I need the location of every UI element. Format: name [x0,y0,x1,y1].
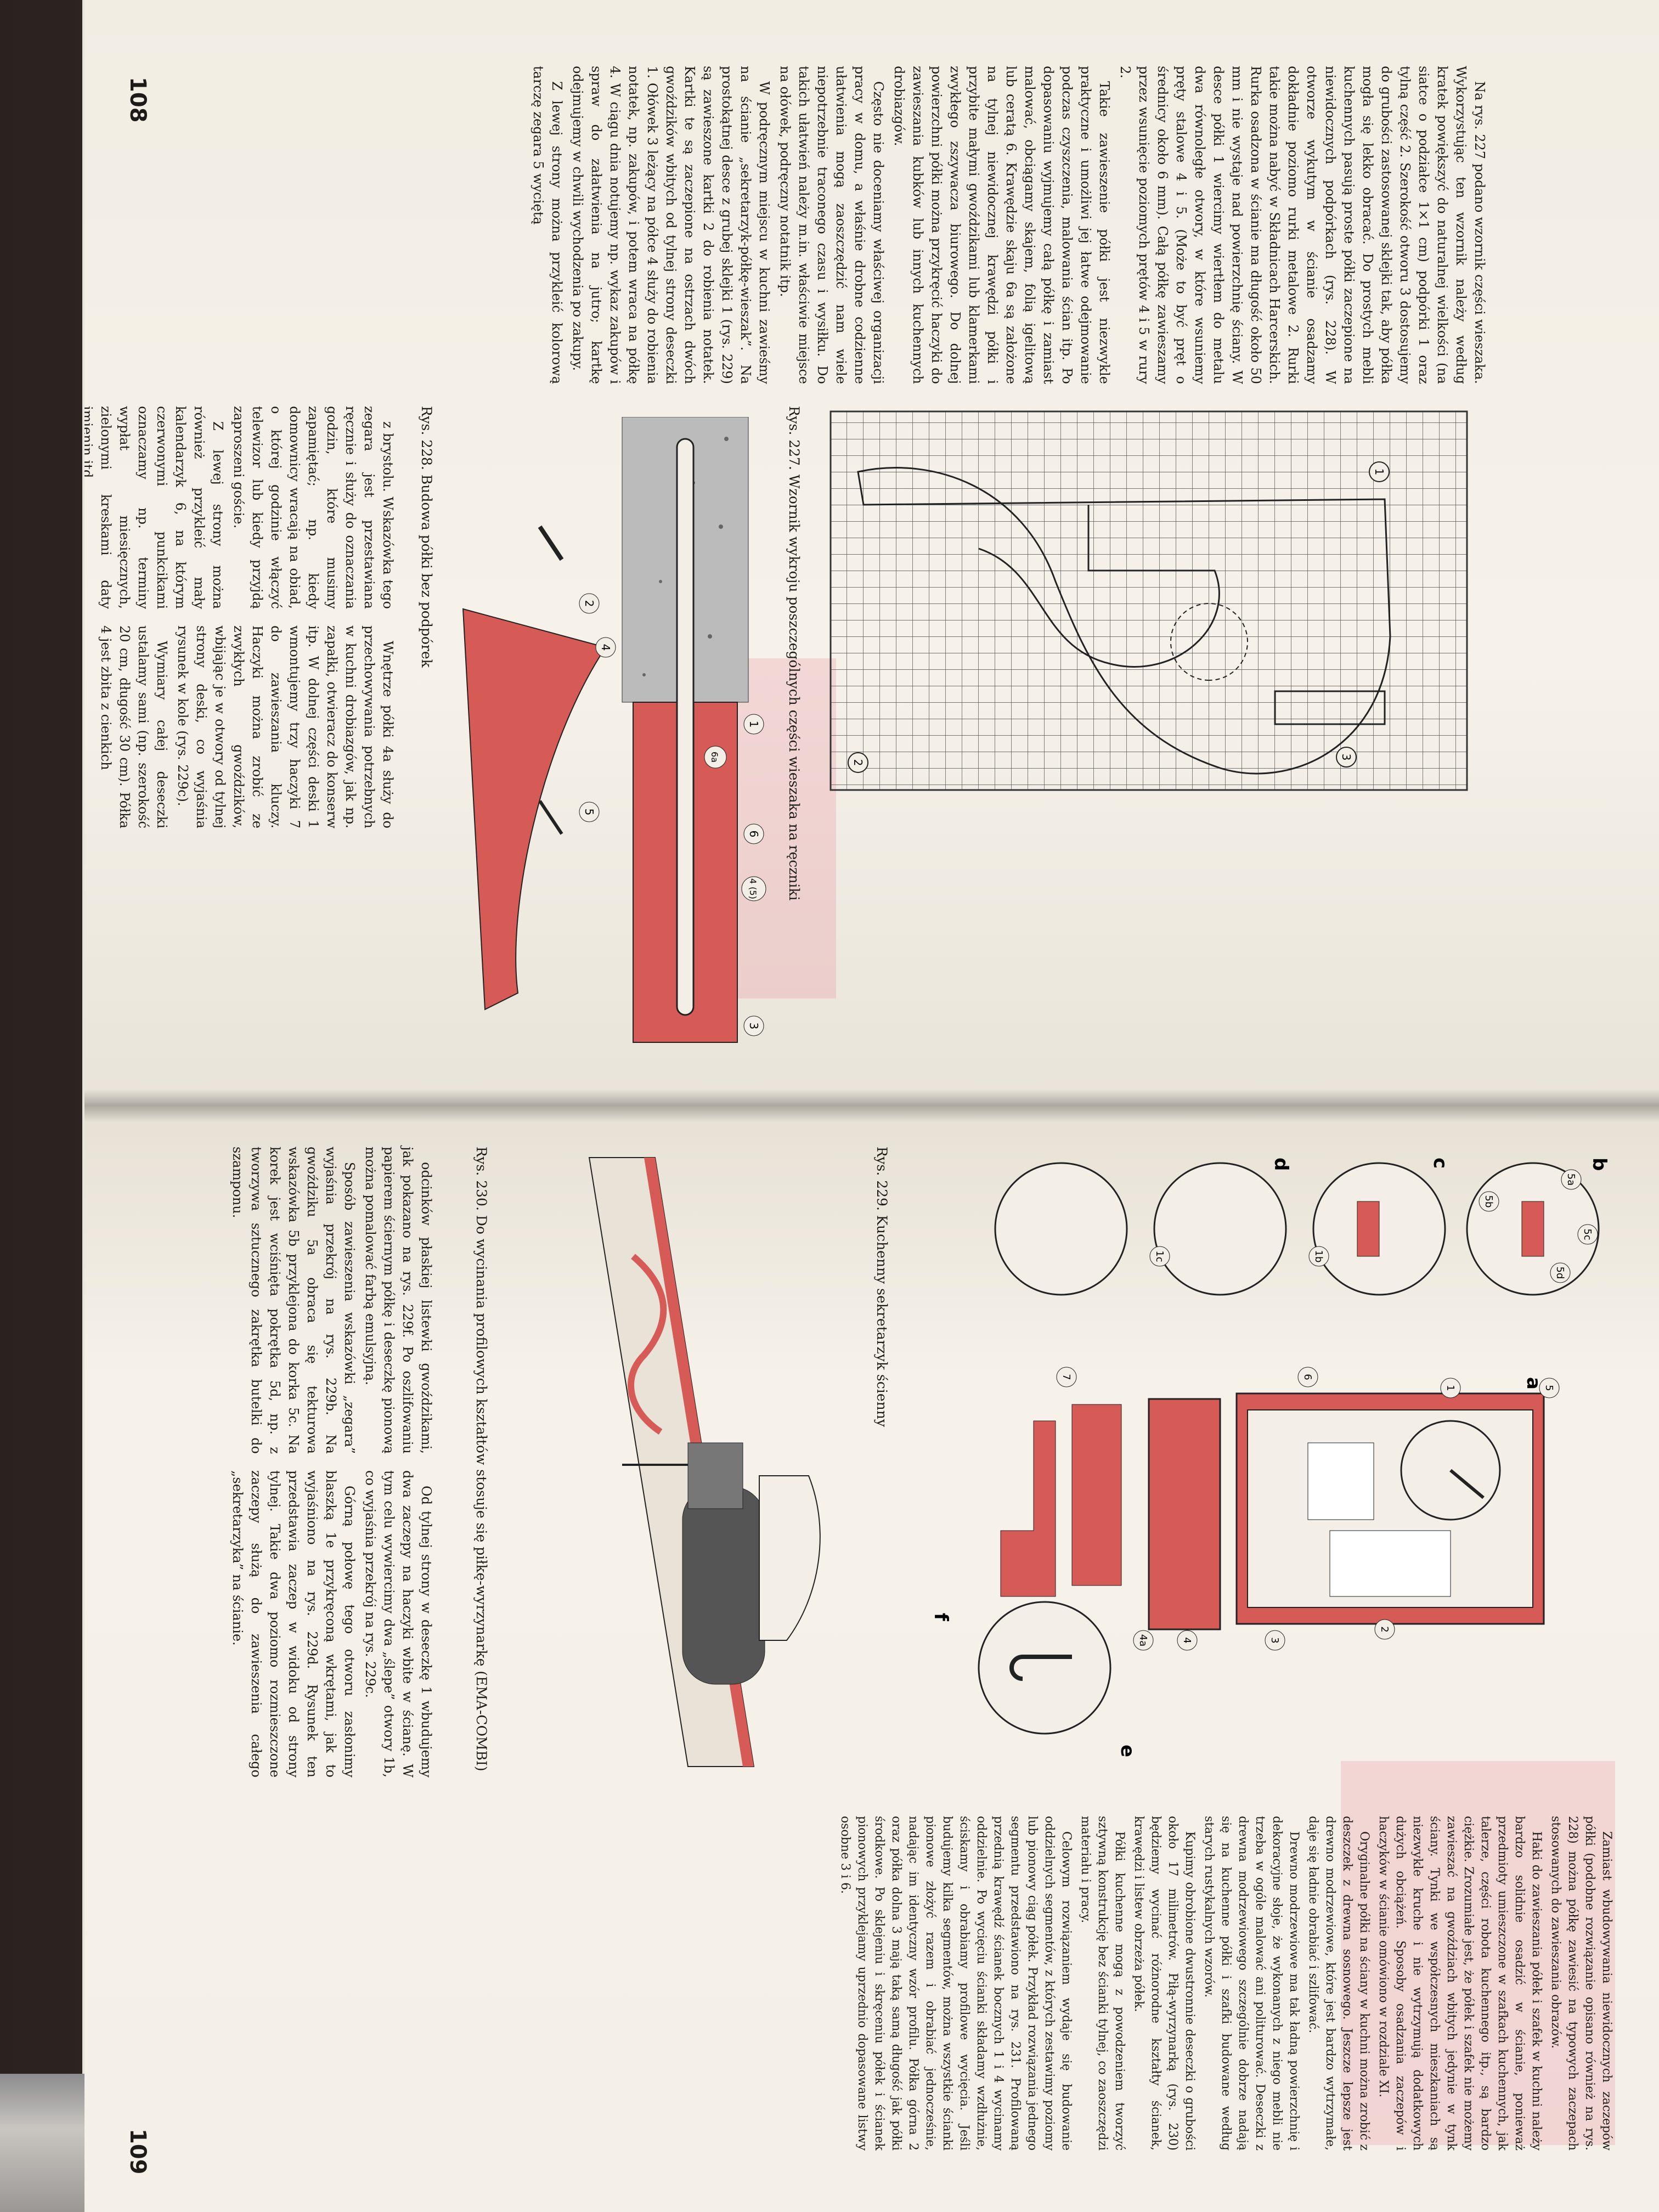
paragraph: Z lewej strony można również przykleić m… [84,406,225,609]
fig-letter-b: b [1588,1158,1610,1171]
paragraph: Często nie doceniamy właściwej organizac… [777,66,886,384]
paragraph: Górną połowę tego otworu zasłonimy blasz… [230,1470,357,1778]
fig-letter-e: e [1116,1745,1138,1757]
label-3: 3 [747,1023,760,1030]
fig-letter-a: a [1522,1377,1544,1390]
paragraph: odcinków płaskiej listewki gwoździkami, … [363,1147,434,1454]
caption-fig-229: Rys. 229. Kuchenny sekretarzyk ścienny [874,1147,890,1427]
caption-fig-230: Rys. 230. Do wycinania profilowych kszta… [473,1147,489,1771]
label-3: 3 [1340,754,1353,761]
label-6: 6 [1302,1374,1313,1380]
label-5b: 5b [1483,1195,1494,1208]
label-5: 5 [583,809,596,816]
paragraph: W podręcznym miejscu w kuchni zawieśmy n… [570,66,772,384]
paragraph: z brystolu. Wskazówka tego zegara jest p… [231,406,396,609]
figure-227-pattern: 1 2 3 [830,410,1468,791]
label-2: 2 [1379,1626,1390,1632]
caption-fig-227: Rys. 227. Wzornik wykroju poszczególnych… [786,406,802,901]
paragraph: Półki kuchenne mogą z powodzeniem tworzy… [1079,1816,1126,2151]
label-5c: 5c [1582,1228,1593,1240]
paragraph: Zamiast wbudowywania niewidocznych zacze… [1549,1816,1613,2151]
label-4-5: 4 (5) [748,878,758,899]
label-6a: 6a [709,752,720,763]
label-5a: 5a [1565,1173,1577,1186]
paragraph: Z lewej strony można przykleić kolorową … [531,66,565,384]
paragraph: Na rys. 227 podano wzornik części wiesza… [1118,66,1487,384]
fig-letter-c: c [1429,1158,1451,1169]
label-5d: 5d [1554,1267,1566,1279]
label-4: 4 [1181,1637,1193,1643]
paragraph: Drewno modrzewiowe ma tak ładną powierzc… [1202,1816,1301,2151]
text-column-right: Zamiast wbudowywania niewidocznych zacze… [834,1816,1615,2151]
label-4a: 4a [1137,1634,1149,1646]
fig-letter-f: f [930,1613,952,1622]
paragraph: Od tylnej strony w deseczkę 1 wbudujemy … [363,1470,434,1778]
paragraph: Celowym rozwiązaniem wydaje się budowani… [838,1816,1073,2151]
figure-230-jigsaw [588,1157,821,1767]
page-number: 108 [125,77,150,123]
label-1: 1 [1444,1385,1456,1391]
page-109: a b c d e f 1 1b 1c 2 3 4 4a 5 5a 5b 5c … [84,1103,1659,2212]
figure-228-shelf: 1 2 3 4 4 (5) 5 6 6a [462,417,766,1043]
label-5: 5 [1543,1385,1555,1391]
label-2: 2 [583,600,596,607]
label-2: 2 [851,759,865,766]
paragraph: Oryginalne półki na ściany w kuchni możn… [1306,1816,1371,2151]
label-1c: 1c [1154,1250,1165,1262]
text-column-mid-1: odcinków płaskiej listewki gwoździkami, … [226,1147,436,1454]
book-gutter [84,1089,1659,1122]
text-column-1: Na rys. 227 podano wzornik części wiesza… [527,66,1489,384]
text-column-3: Wnętrze półki 4a służy do przechowywania… [94,625,397,828]
paragraph: Sposób zawieszenia wskazówki „zegara” wy… [230,1147,357,1454]
label-7: 7 [1060,1374,1072,1380]
book-spread: Na rys. 227 podano wzornik części wiesza… [84,0,1659,2212]
label-1: 1 [747,721,760,728]
label-4: 4 [599,644,612,651]
page-number: 109 [125,2129,150,2175]
paragraph: Kupimy obrobione dwustronnie deseczki o … [1132,1816,1197,2151]
text-column-mid-2: Od tylnej strony w deseczkę 1 wbudujemy … [226,1470,436,1778]
label-1b: 1b [1313,1250,1324,1263]
paragraph: Haki do zawieszania półek i szafek w kuc… [1376,1816,1543,2151]
caption-fig-228: Rys. 228. Budowa półki bez podpórek [419,406,435,668]
figure-229-kitchen-organizer: a b c d e f 1 1b 1c 2 3 4 4a 5 5a 5b 5c … [930,1158,1610,1757]
paragraph: Takie zawieszenie półki jest niezwykle p… [891,66,1112,384]
page-108: Na rys. 227 podano wzornik części wiesza… [84,0,1659,1103]
paragraph: Wnętrze półki 4a służy do przechowywania… [175,625,396,828]
label-1: 1 [1373,469,1386,476]
paragraph: Wymiary całej deseczki ustalamy sami (np… [98,625,170,828]
fig-letter-d: d [1270,1158,1292,1171]
text-column-2: z brystolu. Wskazówka tego zegara jest p… [84,406,397,609]
label-6: 6 [747,831,760,838]
label-3: 3 [1269,1637,1280,1643]
